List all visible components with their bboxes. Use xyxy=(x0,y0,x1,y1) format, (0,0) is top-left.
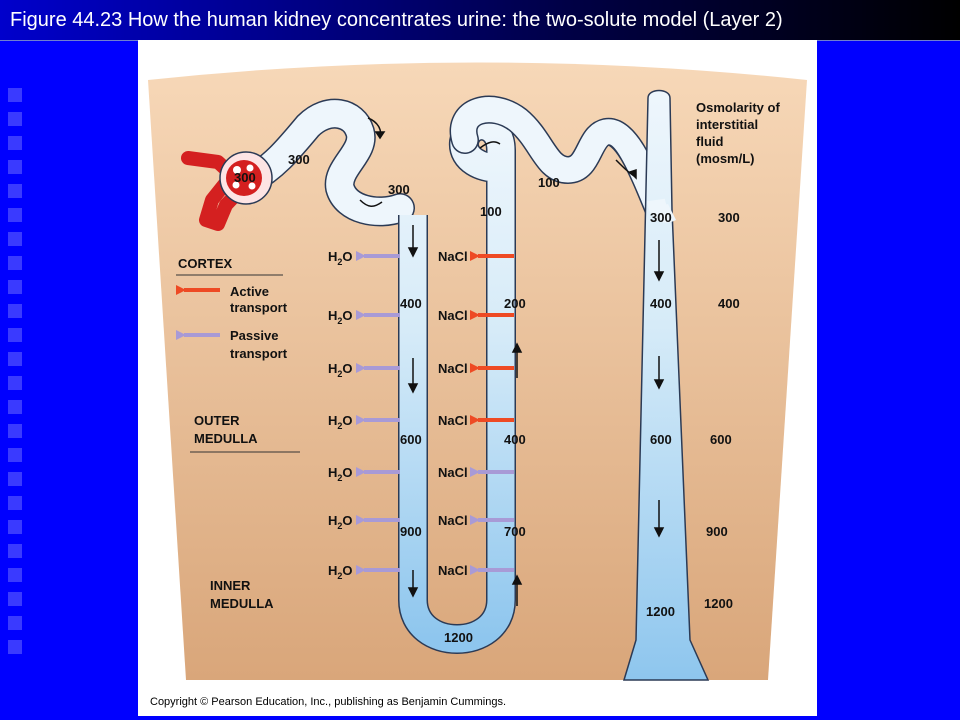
water-label: H2O xyxy=(328,361,353,379)
salt-arrows xyxy=(470,251,514,575)
kidney-diagram-svg: H2O H2O H2O H2O H2O H2O H2O NaCl NaCl Na… xyxy=(148,62,807,681)
interstitial-value-0: 300 xyxy=(718,210,740,225)
active-label: Active xyxy=(230,284,269,299)
svg-text:transport: transport xyxy=(230,300,288,315)
slide-title: Figure 44.23 How the human kidney concen… xyxy=(10,9,783,31)
water-arrows xyxy=(356,251,400,575)
cortex-label: CORTEX xyxy=(178,256,233,271)
copyright-text: Copyright © Pearson Education, Inc., pub… xyxy=(150,696,507,708)
svg-text:Osmolarity of: Osmolarity of xyxy=(696,100,780,115)
salt-label: NaCl xyxy=(438,308,468,323)
passive-label: Passive xyxy=(230,328,278,343)
glomerulus xyxy=(181,151,273,231)
salt-label: NaCl xyxy=(438,249,468,264)
salt-label: NaCl xyxy=(438,361,468,376)
svg-text:(mosm/L): (mosm/L) xyxy=(696,151,755,166)
salt-labels: NaCl NaCl NaCl NaCl NaCl NaCl NaCl xyxy=(438,249,468,578)
distal-value: 100 xyxy=(538,175,560,190)
water-label: H2O xyxy=(328,563,353,581)
descending-top-value: 300 xyxy=(388,182,410,197)
ascending-value-2: 700 xyxy=(504,524,526,539)
descending-value-2: 900 xyxy=(400,524,422,539)
interstitial-value-1: 400 xyxy=(718,296,740,311)
ascending-value-1: 400 xyxy=(504,432,526,447)
ascending-top-value: 100 xyxy=(480,204,502,219)
collecting-value-0: 300 xyxy=(650,210,672,225)
svg-text:fluid: fluid xyxy=(696,134,723,149)
svg-text:MEDULLA: MEDULLA xyxy=(194,431,258,446)
proximal-value: 300 xyxy=(288,152,310,167)
collecting-value-2: 600 xyxy=(650,432,672,447)
salt-label: NaCl xyxy=(438,413,468,428)
inner-medulla-label: INNER xyxy=(210,578,251,593)
kidney-diagram: H2O H2O H2O H2O H2O H2O H2O NaCl NaCl Na… xyxy=(138,40,817,716)
collecting-value-3: 1200 xyxy=(646,604,675,619)
descending-value-0: 400 xyxy=(400,296,422,311)
water-labels: H2O H2O H2O H2O H2O H2O H2O xyxy=(328,249,353,581)
svg-text:transport: transport xyxy=(230,346,288,361)
interstitial-value-3: 900 xyxy=(706,524,728,539)
decorative-squares xyxy=(8,88,26,664)
water-label: H2O xyxy=(328,513,353,531)
glomerulus-value: 300 xyxy=(234,170,256,185)
osmolarity-header: Osmolarity of interstitial fluid (mosm/L… xyxy=(696,100,780,166)
loop-bottom-value: 1200 xyxy=(444,630,473,645)
ascending-value-0: 200 xyxy=(504,296,526,311)
water-label: H2O xyxy=(328,465,353,483)
svg-text:interstitial: interstitial xyxy=(696,117,758,132)
interstitial-value-2: 600 xyxy=(710,432,732,447)
water-label: H2O xyxy=(328,413,353,431)
interstitial-value-4: 1200 xyxy=(704,596,733,611)
collecting-value-1: 400 xyxy=(650,296,672,311)
water-label: H2O xyxy=(328,249,353,267)
outer-medulla-label: OUTER xyxy=(194,413,240,428)
collecting-duct xyxy=(622,89,710,681)
title-band xyxy=(0,0,960,40)
salt-label: NaCl xyxy=(438,465,468,480)
svg-text:MEDULLA: MEDULLA xyxy=(210,596,274,611)
water-label: H2O xyxy=(328,308,353,326)
descending-value-1: 600 xyxy=(400,432,422,447)
salt-label: NaCl xyxy=(438,563,468,578)
salt-label: NaCl xyxy=(438,513,468,528)
